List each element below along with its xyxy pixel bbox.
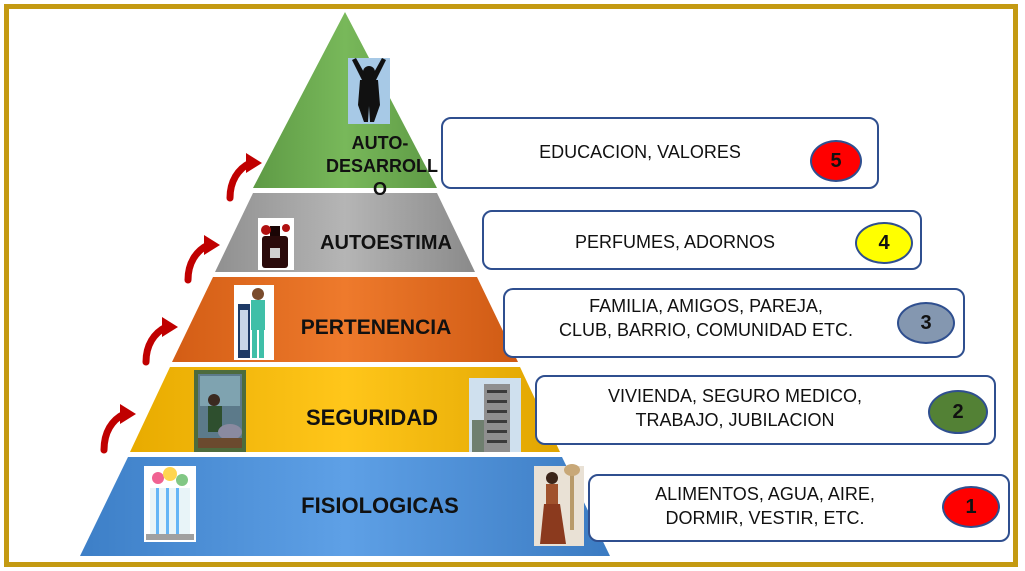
arrow-heads bbox=[120, 153, 262, 424]
perfume-bottle-icon bbox=[258, 218, 294, 270]
level-2-examples: VIVIENDA, SEGURO MEDICO, TRABAJO, JUBILA… bbox=[545, 384, 925, 433]
level-2-label: SEGURIDAD bbox=[305, 405, 438, 430]
level-5-info-box bbox=[441, 117, 879, 189]
level-2-number: 2 bbox=[952, 400, 964, 423]
level-1-number: 1 bbox=[965, 495, 977, 518]
family-photo-icon bbox=[194, 370, 246, 452]
level-4-number-badge: 4 bbox=[855, 222, 913, 264]
couple-figure-icon bbox=[234, 285, 274, 360]
tier-1-shape bbox=[80, 457, 610, 556]
arrowhead-3-icon bbox=[204, 235, 220, 255]
tier-5-shape bbox=[253, 12, 437, 188]
cake-icon bbox=[144, 466, 196, 542]
level-2-examples-line-1: VIVIENDA, SEGURO MEDICO, bbox=[607, 386, 863, 406]
level-5-label-line-1: AUTO- bbox=[351, 133, 409, 153]
woman-portrait-icon bbox=[534, 464, 584, 546]
level-1-examples-line-2: DORMIR, VESTIR, ETC. bbox=[665, 508, 865, 529]
level-3-examples: FAMILIA, AMIGOS, PAREJA, CLUB, BARRIO, C… bbox=[506, 294, 906, 343]
level-4-examples: PERFUMES, ADORNOS bbox=[510, 230, 840, 254]
level-3-number: 3 bbox=[920, 311, 932, 334]
level-3-examples-line-2: CLUB, BARRIO, COMUNIDAD ETC. bbox=[558, 320, 854, 341]
level-3-number-badge: 3 bbox=[897, 302, 955, 344]
level-5-examples-line-1: EDUCACION, VALORES bbox=[539, 142, 741, 162]
level-1-examples-line-1: ALIMENTOS, AGUA, AIRE, bbox=[655, 484, 875, 504]
level-4-label: AUTOESTIMA bbox=[320, 232, 452, 254]
level-2-info-box bbox=[535, 375, 996, 445]
level-2-number-badge: 2 bbox=[928, 390, 988, 434]
level-1-info-box bbox=[588, 474, 1010, 542]
arrowhead-2-icon bbox=[162, 317, 178, 337]
level-2-examples-line-2: TRABAJO, JUBILACION bbox=[635, 410, 835, 431]
level-5-label-line-3: O bbox=[372, 179, 387, 199]
building-icon bbox=[469, 378, 521, 452]
level-3-label: PERTENENCIA bbox=[300, 316, 452, 339]
level-4-info-box bbox=[482, 210, 922, 270]
level-3-info-box bbox=[503, 288, 965, 358]
level-4-examples-line-1: PERFUMES, ADORNOS bbox=[574, 232, 776, 252]
level-1-label: FISIOLOGICAS bbox=[301, 493, 459, 518]
level-5-number-badge: 5 bbox=[810, 140, 862, 182]
level-1-number-badge: 1 bbox=[942, 486, 1000, 528]
level-5-label: AUTO- DESARROLL O bbox=[326, 132, 438, 201]
person-arms-up-icon bbox=[348, 58, 390, 124]
level-3-examples-line-1: FAMILIA, AMIGOS, PAREJA, bbox=[589, 296, 823, 316]
level-5-number: 5 bbox=[830, 149, 842, 172]
level-4-number: 4 bbox=[878, 231, 890, 254]
level-1-examples: ALIMENTOS, AGUA, AIRE, DORMIR, VESTIR, E… bbox=[590, 482, 940, 531]
level-5-label-line-2: DESARROLL bbox=[326, 156, 438, 176]
level-5-examples: EDUCACION, VALORES bbox=[470, 140, 810, 164]
arrowhead-1-icon bbox=[120, 404, 136, 424]
arrowhead-4-icon bbox=[246, 153, 262, 173]
